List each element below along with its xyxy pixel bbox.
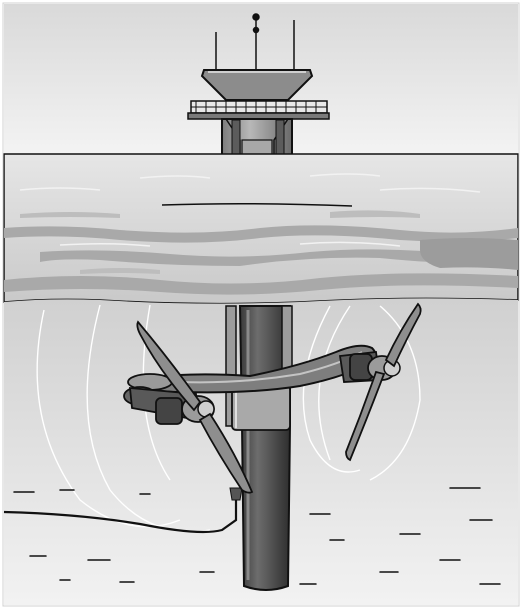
right-turbine (338, 302, 422, 462)
left-turbine-blade-down (198, 412, 254, 494)
waves (4, 210, 518, 295)
antenna-masts (215, 13, 295, 72)
left-turbine (123, 320, 254, 494)
platform-deck (187, 100, 330, 120)
seabed-marks (13, 487, 501, 585)
support-sleeve (225, 305, 293, 431)
subsea-cable (3, 488, 238, 534)
wave-highlights (19, 173, 481, 247)
right-turbine-blade-down (345, 370, 386, 462)
right-turbine-blade-up (384, 302, 422, 368)
left-turbine-blade-up (136, 320, 202, 412)
tower-cap (200, 69, 314, 101)
